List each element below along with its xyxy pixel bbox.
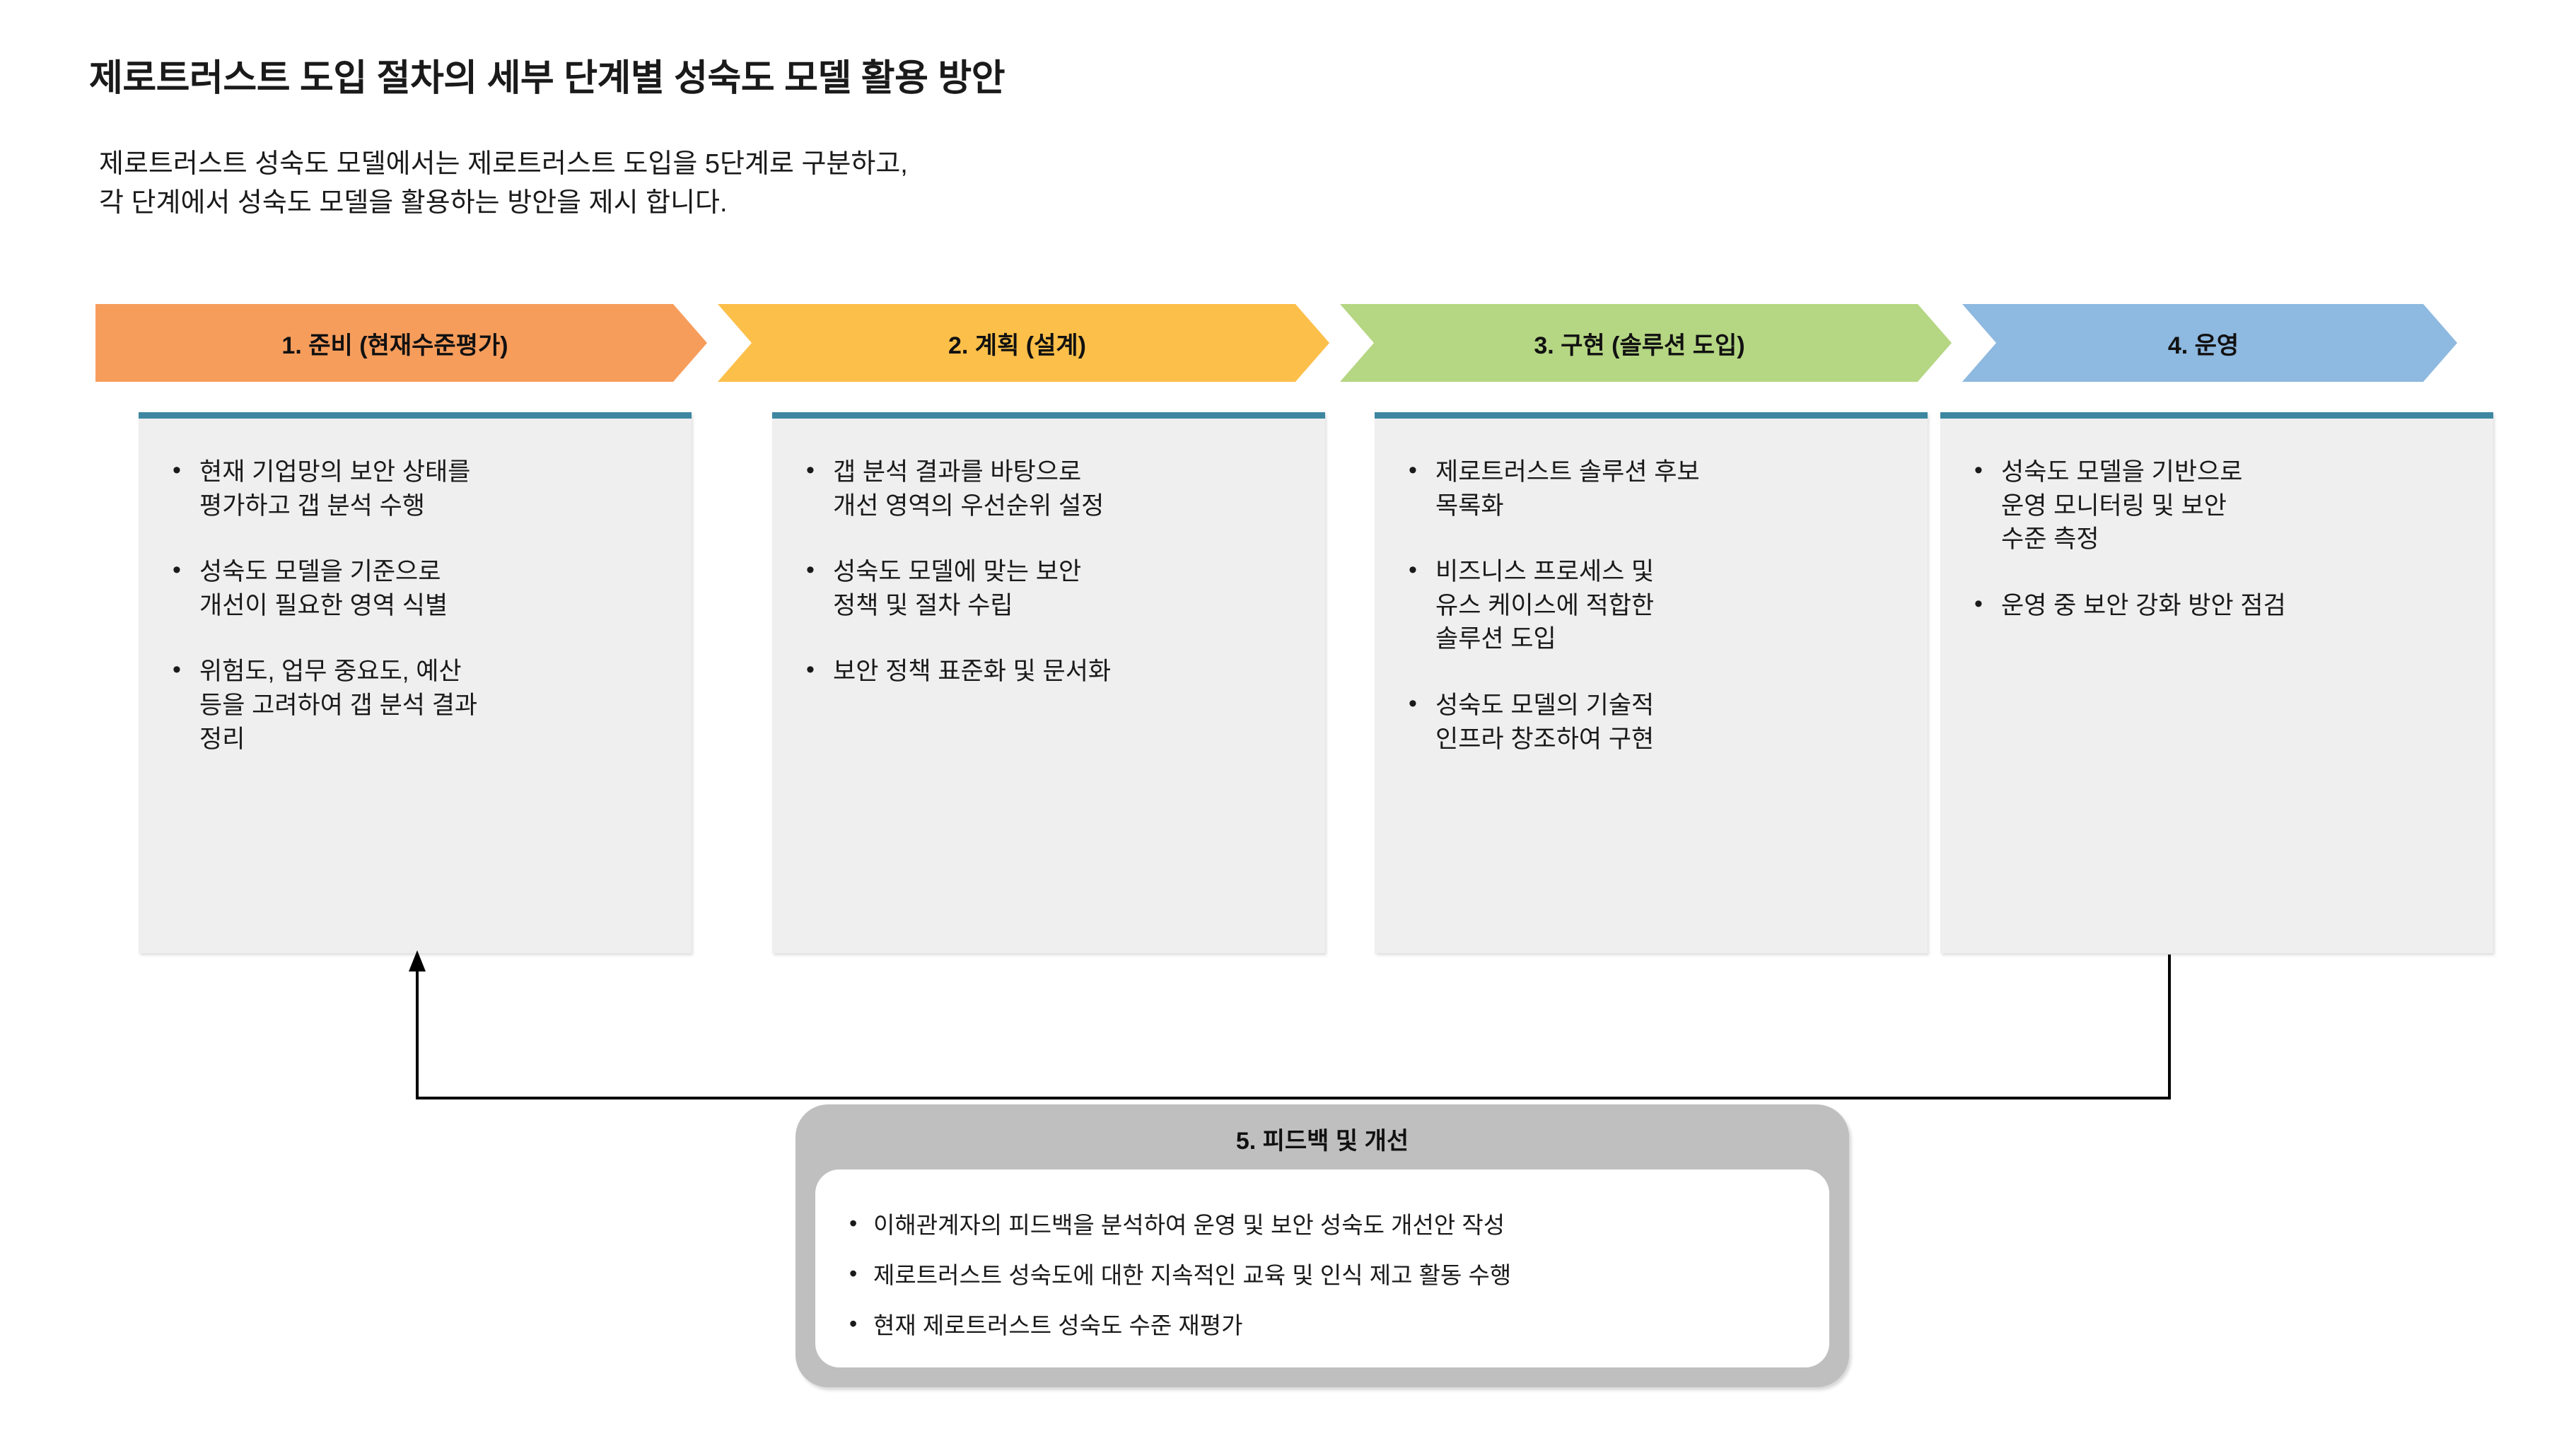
list-item: 비즈니스 프로세스 및 유스 케이스에 적합한 솔루션 도입	[1403, 554, 1904, 656]
stage-content-box-2: 갭 분석 결과를 바탕으로 개선 영역의 우선순위 설정 성숙도 모델에 맞는 …	[772, 412, 1325, 953]
list-item: 위험도, 업무 중요도, 예산 등을 고려하여 갭 분석 결과 정리	[167, 653, 668, 756]
bullet-line: 갭 분석 결과를 바탕으로	[833, 458, 1082, 486]
bullet-line: 정책 및 절차 수립	[833, 591, 1013, 619]
subtitle-line-2: 각 단계에서 성숙도 모델을 활용하는 방안을 제시 합니다.	[99, 188, 728, 218]
bullet-line: 목록화	[1435, 491, 1504, 520]
feedback-stage-panel[interactable]: 5. 피드백 및 개선 이해관계자의 피드백을 분석하여 운영 및 보안 성숙도…	[795, 1104, 1849, 1387]
bullet-line: 솔루션 도입	[1435, 625, 1556, 653]
bullet-line: 운영 중 보안 강화 방안 점검	[2001, 591, 2286, 619]
bullet-line: 정리	[199, 725, 245, 753]
stage-bullet-list-4: 성숙도 모델을 기반으로 운영 모니터링 및 보안 수준 측정 운영 중 보안 …	[1940, 419, 2493, 622]
list-item: 운영 중 보안 강화 방안 점검	[1969, 588, 2469, 623]
bullet-line: 성숙도 모델의 기술적	[1435, 691, 1655, 719]
list-item: 현재 제로트러스트 성숙도 수준 재평가	[845, 1312, 1808, 1337]
subtitle-line-1: 제로트러스트 성숙도 모델에서는 제로트러스트 도입을 5단계로 구분하고,	[99, 149, 908, 179]
stage-bullet-list-1: 현재 기업망의 보안 상태를 평가하고 갭 분석 수행 성숙도 모델을 기준으로…	[139, 419, 692, 756]
stage-bullet-list-2: 갭 분석 결과를 바탕으로 개선 영역의 우선순위 설정 성숙도 모델에 맞는 …	[772, 419, 1325, 689]
stage-content-box-1: 현재 기업망의 보안 상태를 평가하고 갭 분석 수행 성숙도 모델을 기준으로…	[139, 412, 692, 953]
bullet-line: 성숙도 모델에 맞는 보안	[833, 558, 1082, 586]
page-subtitle: 제로트러스트 성숙도 모델에서는 제로트러스트 도입을 5단계로 구분하고, 각…	[99, 145, 908, 223]
bullet-line: 개선이 필요한 영역 식별	[199, 591, 448, 619]
list-item: 성숙도 모델의 기술적 인프라 창조하여 구현	[1403, 687, 1904, 756]
stage-chevron-2[interactable]: 2. 계획 (설계)	[718, 304, 1329, 382]
bullet-line: 비즈니스 프로세스 및	[1435, 558, 1655, 586]
bullet-line: 개선 영역의 우선순위 설정	[833, 491, 1105, 520]
list-item: 성숙도 모델을 기준으로 개선이 필요한 영역 식별	[167, 554, 668, 622]
connector-arrowhead-icon	[409, 950, 426, 971]
stage-bullet-list-3: 제로트러스트 솔루션 후보 목록화 비즈니스 프로세스 및 유스 케이스에 적합…	[1375, 419, 1928, 756]
bullet-line: 유스 케이스에 적합한	[1435, 591, 1655, 619]
stage-chevron-band: 1. 준비 (현재수준평가) 2. 계획 (설계) 3. 구현 (솔루션 도입)…	[0, 304, 2576, 382]
list-item: 제로트러스트 성숙도에 대한 지속적인 교육 및 인식 제고 활동 수행	[845, 1262, 1808, 1287]
stage-chevron-3[interactable]: 3. 구현 (솔루션 도입)	[1340, 304, 1952, 382]
bullet-line: 등을 고려하여 갭 분석 결과	[199, 691, 478, 719]
bullet-line: 제로트러스트 솔루션 후보	[1435, 458, 1700, 486]
chevron-shape-1	[95, 304, 707, 382]
bullet-line: 수준 측정	[2001, 525, 2099, 554]
bullet-line: 위험도, 업무 중요도, 예산	[199, 658, 462, 686]
list-item: 성숙도 모델을 기반으로 운영 모니터링 및 보안 수준 측정	[1969, 454, 2469, 556]
stage-chevron-1[interactable]: 1. 준비 (현재수준평가)	[95, 304, 707, 382]
bullet-line: 현재 기업망의 보안 상태를	[199, 458, 471, 486]
bullet-line: 인프라 창조하여 구현	[1435, 725, 1655, 753]
feedback-bullet-list: 이해관계자의 피드백을 분석하여 운영 및 보안 성숙도 개선안 작성 제로트러…	[815, 1169, 1829, 1337]
bullet-line: 운영 모니터링 및 보안	[2001, 491, 2227, 520]
bullet-line: 보안 정책 표준화 및 문서화	[833, 658, 1112, 686]
feedback-inner-card: 이해관계자의 피드백을 분석하여 운영 및 보안 성숙도 개선안 작성 제로트러…	[815, 1169, 1829, 1367]
list-item: 보안 정책 표준화 및 문서화	[800, 653, 1301, 689]
bullet-line: 성숙도 모델을 기준으로	[199, 558, 441, 586]
chevron-shape-3	[1340, 304, 1952, 382]
list-item: 갭 분석 결과를 바탕으로 개선 영역의 우선순위 설정	[800, 454, 1301, 523]
list-item: 현재 기업망의 보안 상태를 평가하고 갭 분석 수행	[167, 454, 668, 523]
bullet-line: 평가하고 갭 분석 수행	[199, 491, 425, 520]
bullet-line: 성숙도 모델을 기반으로	[2001, 458, 2243, 486]
stage-chevron-4[interactable]: 4. 운영	[1962, 304, 2457, 382]
list-item: 이해관계자의 피드백을 분석하여 운영 및 보안 성숙도 개선안 작성	[845, 1212, 1808, 1237]
stage-content-box-4: 성숙도 모델을 기반으로 운영 모니터링 및 보안 수준 측정 운영 중 보안 …	[1940, 412, 2493, 953]
feedback-stage-title: 5. 피드백 및 개선	[1235, 1128, 1409, 1155]
stage-content-box-3: 제로트러스트 솔루션 후보 목록화 비즈니스 프로세스 및 유스 케이스에 적합…	[1375, 412, 1928, 953]
chevron-shape-4	[1962, 304, 2457, 382]
list-item: 성숙도 모델에 맞는 보안 정책 및 절차 수립	[800, 554, 1301, 622]
chevron-shape-2	[718, 304, 1329, 382]
list-item: 제로트러스트 솔루션 후보 목록화	[1403, 454, 1904, 523]
page-title: 제로트러스트 도입 절차의 세부 단계별 성숙도 모델 활용 방안	[89, 58, 1006, 99]
